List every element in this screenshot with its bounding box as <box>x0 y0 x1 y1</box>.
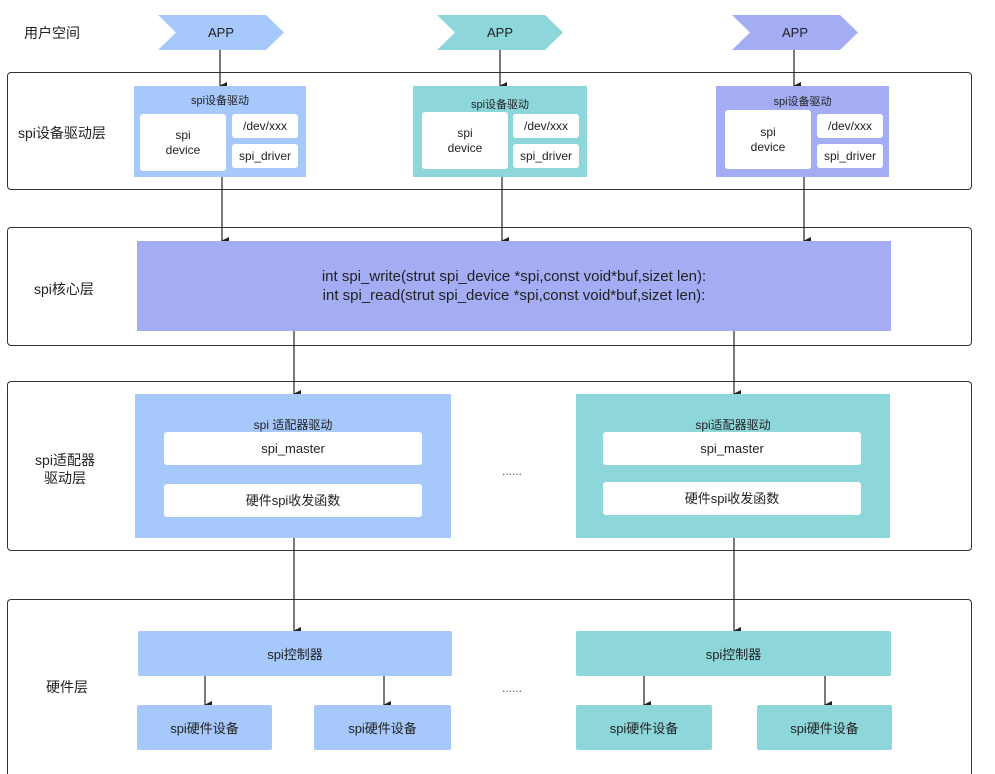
spi-hw-device-2b: spi硬件设备 <box>757 705 892 750</box>
spi-device-line1: spi <box>175 127 191 142</box>
app-chevron-3: APP <box>732 15 858 50</box>
spi-driver-box: spi_driver <box>513 144 579 168</box>
spi-core-block: int spi_write(strut spi_device *spi,cons… <box>137 241 891 331</box>
hardware-ellipsis: ...... <box>502 681 523 695</box>
device-driver-block-1: spi设备驱动 spi device /dev/xxx spi_driver <box>134 86 306 177</box>
core-spi-read: int spi_read(strut spi_device *spi,const… <box>322 287 706 304</box>
spi-device-line2: device <box>750 139 786 154</box>
adapter-label-line2: 驱动层 <box>44 470 86 486</box>
spi-driver-box: spi_driver <box>817 144 883 168</box>
adapter-title: spi适配器驱动 <box>695 418 771 432</box>
dev-node-box: /dev/xxx <box>232 114 298 138</box>
app-chevron-shape <box>437 15 563 50</box>
spi-driver-box: spi_driver <box>232 144 298 168</box>
spi-master-box: spi_master <box>603 432 861 465</box>
dev-node-box: /dev/xxx <box>513 114 579 138</box>
hw-transfer-func-box: 硬件spi收发函数 <box>164 484 422 517</box>
app-chevron-2: APP <box>437 15 563 50</box>
device-driver-title: spi设备驱动 <box>470 99 530 111</box>
spi-device-line1: spi <box>457 125 473 140</box>
spi-master-box: spi_master <box>164 432 422 465</box>
core-layer-label: spi核心层 <box>34 281 94 297</box>
spi-controller-2: spi控制器 <box>576 631 891 676</box>
hw-transfer-func-box: 硬件spi收发函数 <box>603 482 861 515</box>
spi-device-box: spi device <box>422 112 508 169</box>
adapter-driver-layer-label: spi适配器 驱动层 <box>30 451 100 487</box>
spi-hw-device-2a: spi硬件设备 <box>576 705 712 750</box>
app-chevron-shape <box>158 15 284 50</box>
device-driver-title: spi设备驱动 <box>190 95 250 107</box>
spi-device-line2: device <box>165 142 201 157</box>
spi-device-box: spi device <box>725 110 811 169</box>
spi-device-box: spi device <box>140 114 226 171</box>
core-spi-write: int spi_write(strut spi_device *spi,cons… <box>321 268 707 285</box>
device-driver-block-3: spi设备驱动 spi device /dev/xxx spi_driver <box>716 86 889 177</box>
app-chevron-shape <box>732 15 858 50</box>
adapter-ellipsis: ...... <box>502 464 523 478</box>
hardware-layer-label: 硬件层 <box>46 679 88 695</box>
spi-controller-1: spi控制器 <box>138 631 452 676</box>
device-driver-layer-label: spi设备驱动层 <box>18 125 106 141</box>
dev-node-box: /dev/xxx <box>817 114 883 138</box>
adapter-block-1: spi 适配器驱动 spi_master 硬件spi收发函数 <box>135 394 451 538</box>
spi-device-line2: device <box>447 140 483 155</box>
adapter-label-line1: spi适配器 <box>35 452 95 468</box>
adapter-block-2: spi适配器驱动 spi_master 硬件spi收发函数 <box>576 394 890 538</box>
spi-hw-device-1a: spi硬件设备 <box>137 705 272 750</box>
spi-hw-device-1b: spi硬件设备 <box>314 705 451 750</box>
app-chevron-1: APP <box>158 15 284 50</box>
user-space-label: 用户空间 <box>24 25 80 41</box>
device-driver-block-2: spi设备驱动 spi device /dev/xxx spi_driver <box>413 86 587 177</box>
app-label: APP <box>486 25 513 40</box>
spi-device-line1: spi <box>760 124 776 139</box>
adapter-title: spi 适配器驱动 <box>253 418 333 432</box>
device-driver-title: spi设备驱动 <box>773 96 832 108</box>
app-label: APP <box>207 25 234 40</box>
app-label: APP <box>781 25 808 40</box>
